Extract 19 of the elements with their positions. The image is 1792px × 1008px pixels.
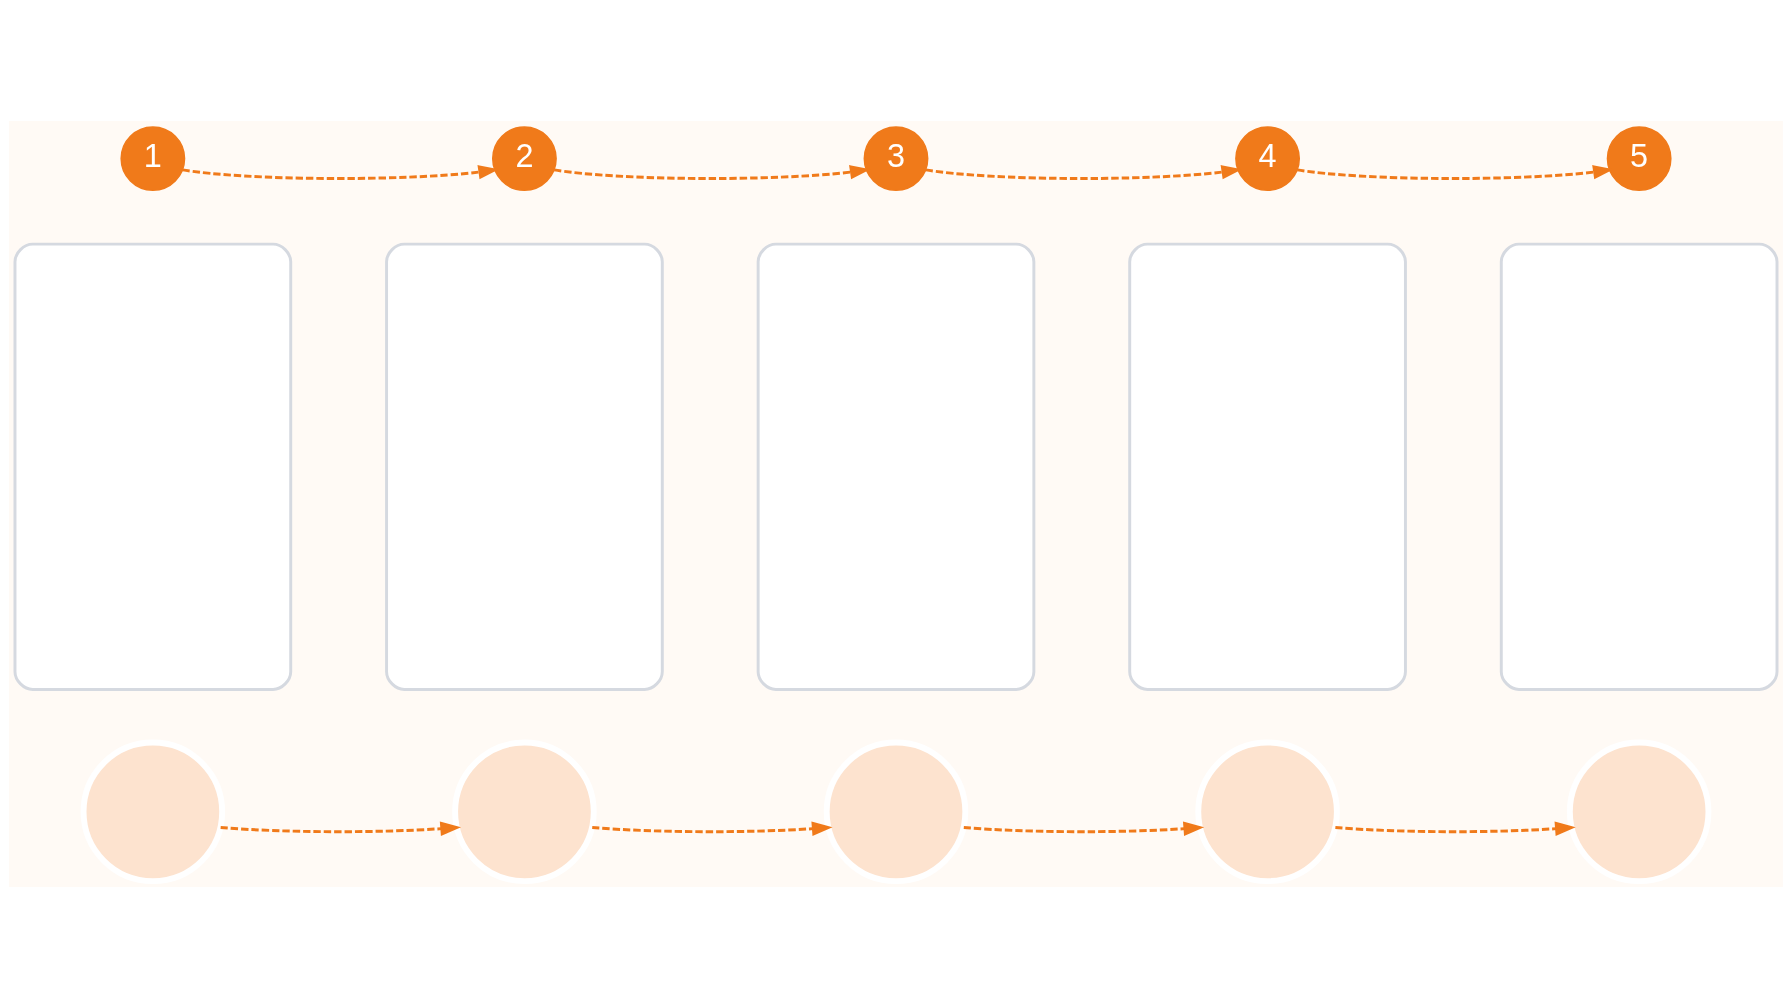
node-circle: 2 xyxy=(492,126,557,192)
node-box xyxy=(13,242,293,691)
node-person xyxy=(1195,739,1340,885)
node-box xyxy=(756,242,1036,691)
node-circle: 1 xyxy=(120,126,186,192)
node-person xyxy=(80,739,226,885)
arrow xyxy=(963,821,1205,836)
node-circle: 3 xyxy=(863,126,929,192)
node-person xyxy=(1566,739,1712,885)
node-circle: 4 xyxy=(1235,126,1300,192)
node-person xyxy=(452,739,597,885)
arrow xyxy=(220,821,461,836)
node-box xyxy=(385,242,664,691)
arrow xyxy=(1335,821,1576,836)
node-box xyxy=(1128,242,1407,691)
node-person xyxy=(823,739,969,885)
node-circle: 5 xyxy=(1606,126,1672,192)
arrow xyxy=(592,821,833,836)
node-box xyxy=(1499,242,1779,691)
